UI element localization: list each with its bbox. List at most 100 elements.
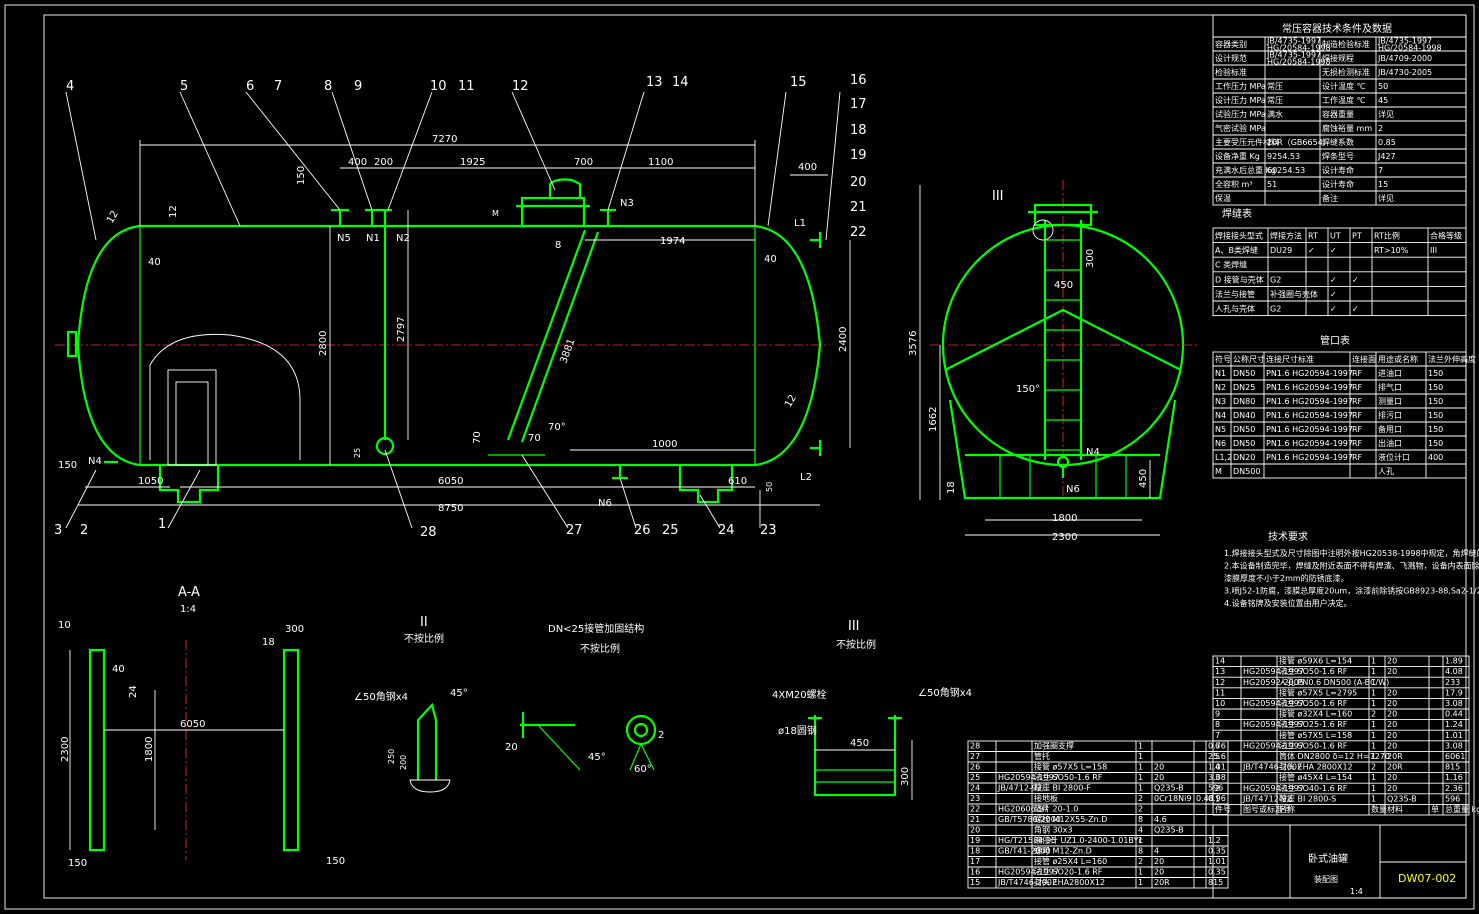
bom-left-table-cell: 加强圈支撑 [1034,741,1074,751]
tech-data-table-cell: 焊条型号 [1322,151,1354,161]
side-dim-1662: 1662 [928,407,939,432]
right-saddle [678,465,734,504]
bom-right-table-cell: 接管 ø45X4 L=154 [1279,772,1352,782]
bom-left-table-cell: 法兰 SO20-1.6 RF [1034,867,1103,877]
bom-right-table-cell: 1.24 [1445,720,1463,729]
balloon-28: 28 [420,525,437,540]
tech-data-table-cell: JB/4730-2005 [1377,68,1432,77]
bom-right-table-cell: 1 [1371,657,1376,666]
tech-data-table-cell: 容器重量 [1322,109,1354,119]
bom-left-table-cell: 20 [1154,857,1164,866]
weld-table-cell: 补强圈与壳体 [1270,289,1318,299]
tech-data-table-cell: 充满水后总重 Kg [1215,165,1276,175]
bom-left-table-cell: 20 [970,826,980,835]
bom-right-table-cell: 名称 [1279,804,1295,814]
tech-requirement-line: 1.焊接接头型式及尺寸除图中注明外按HG20538-1998中规定，角焊缝的焊角… [1224,548,1479,558]
tech-data-table-cell: JB/4735-1997 [1266,36,1321,45]
bom-left-table-cell: 18 [970,847,980,856]
tech-data-table-cell: 设计压力 MPa [1215,95,1266,105]
weld-table-cell: III [1430,246,1437,255]
balloon-23: 23 [760,523,777,538]
outer-frame [4,4,1475,910]
dn25-detail-view [520,712,657,771]
bom-right-table-cell: 1 [1371,773,1376,782]
tech-data-table-cell: 设计温度 ℃ [1322,81,1366,91]
bom-right-table-cell: 3.08 [1445,699,1463,708]
bom-left-table-cell: 封头 EHA2800X12 [1034,877,1105,887]
bom-right-table-cell: 20 [1387,784,1397,793]
weld-table-cell: ✓ [1308,246,1315,255]
bom-right-table-cell: 596 [1445,794,1460,803]
dim-150a: 150 [296,166,307,185]
bom-left-table-cell: 0.35 [1208,868,1226,877]
weld-table-cell: D 接管与壳体 [1215,274,1264,284]
tech-data-table-cell: 51 [1267,180,1277,189]
bom-left-table-cell: 26 [970,763,980,772]
dn25-45: 45° [588,752,606,763]
bom-right-table-cell: 接管 ø59X6 L=154 [1279,656,1352,666]
pipe-support-ring [375,436,395,456]
side-view [919,180,1200,536]
nozzle-table-cell: DN50 [1233,439,1255,448]
tank-shell [76,224,822,467]
aa-dim-10: 10 [58,620,71,631]
bom-left-table-cell: 1.01 [1208,763,1226,772]
manhole-davit [548,178,582,198]
nozzle-table-cell: 150 [1428,411,1443,420]
tech-data-table-cell: 保温 [1215,193,1231,203]
bom-right-table-cell: 6 [1215,741,1220,750]
manhole-inner [175,381,209,466]
nozzle-table-cell: DN500 [1233,467,1260,476]
dim-2797: 2797 [396,317,407,342]
bom-right-table-cell: 20 [1387,720,1397,729]
tag-n1: N1 [366,233,380,244]
bom-right-table-cell: 1 [1371,688,1376,697]
bom-right-table-cell: 图号或标准号 [1243,804,1291,814]
tech-data-table-cell: JB/4735-1997 [1377,36,1432,45]
aa-dim-18: 18 [262,637,275,648]
bom-right-table-cell: 人孔 PN0.6 DN500 (A-BC/W) [1279,678,1389,687]
title-block [1212,824,1467,899]
nozzle-table-cell: 液位计口 [1378,452,1410,462]
tech-data-table-cell: 7 [1378,166,1383,175]
bom-left-table-cell: 1.2 [1208,836,1221,845]
nozzle-table-cell: DN40 [1233,411,1255,420]
nozzle-table-cell: 150 [1428,425,1443,434]
bom-left-table-cell: 1 [1138,773,1143,782]
tech-requirement-line: 漆膜厚度不小于2mm的防锈底漆。 [1224,573,1349,583]
dim-8750: 8750 [438,503,463,514]
bom-right-table-cell: 法兰 SO50-1.6 RF [1279,740,1348,750]
title-scale: 1:4 [1350,887,1363,896]
bom-left-table-cell: 1 [1138,742,1143,751]
tech-data-table-cell: HG/20584-1998 [1267,57,1331,66]
nozzle-table-cell: DN50 [1233,369,1255,378]
bom-right-table [1212,655,1470,816]
bom-right-table-cell: 20R [1387,752,1403,761]
bom-right-table-cell: 233 [1445,678,1460,687]
bom-right-table-cell: 法兰 SO40-1.6 RF [1279,783,1348,793]
detail-iii-450: 450 [850,738,869,749]
bom-right-table-cell: HG20594-1997 [1243,667,1304,676]
dim-7270: 7270 [432,134,457,145]
weld-table-cell: 焊接接头型式 [1215,231,1263,241]
bom-right-table-cell: 1 [1371,731,1376,740]
dim-400a: 400 [348,157,367,168]
bom-left-table-cell: 液位计 UZ1.0-2400-1.01BYc [1034,835,1143,845]
nozzle-table-cell: 连接面 [1352,354,1376,364]
tech-data-table-cell: 设计寿命 [1322,165,1354,175]
nozzle-table-cell: PN1.6 HG20594-1997 [1266,369,1353,378]
bom-left-table-cell: 596 [1208,784,1223,793]
aa-dim-1800-text: 1800 [144,737,155,762]
nozzle-table-cell: PN1.6 HG20594-1997 [1266,453,1353,462]
balloon-27: 27 [566,523,583,538]
bom-left-table-cell: 0.96 [1208,794,1226,803]
nozzle-table-cell: DN20 [1233,453,1255,462]
bom-right-table-cell: 1 [1371,667,1376,676]
tech-data-table-cell: 60254.53 [1267,166,1305,175]
bom-left-table-cell: 螺栓 M12X55-Zn.D [1034,814,1107,824]
nozzle-table-cell: 公称尺寸 [1233,354,1265,364]
balloon-2: 2 [80,523,88,538]
tech-requirement-line: 2.本设备制造完毕，焊缝及附近表面不得有焊渣、飞溅物，设备内表面除锈后立即涂防锈… [1224,561,1479,571]
bom-left-table-cell: 23 [970,794,980,803]
